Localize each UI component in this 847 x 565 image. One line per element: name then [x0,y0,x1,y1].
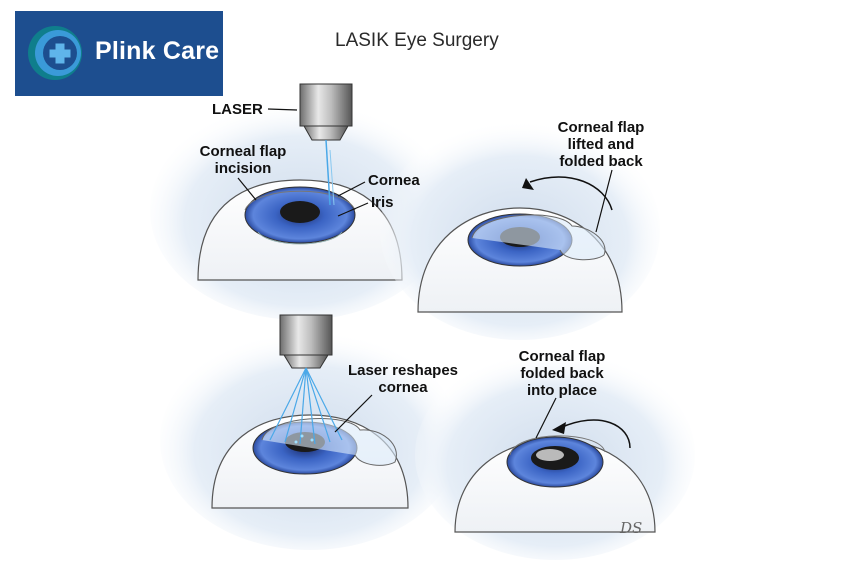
label-line: folded back [520,365,604,382]
panel-4-flap-replaced [415,350,695,560]
panel-2-flap-lifted [380,120,660,340]
panel-1-flap-incision [150,83,450,320]
label-line: incision [214,160,272,177]
label-line: Laser reshapes [347,362,459,379]
label-line: Corneal flap [199,143,287,160]
label-line: into place [526,382,597,399]
laser-device [299,83,353,141]
laser-beam [325,139,331,206]
diagram-title: LASIK Eye Surgery [335,30,499,51]
label-iris: Iris [371,194,394,211]
label-line: lifted and [567,136,635,153]
laser-beams [269,367,343,445]
label-flap-lifted: Corneal flap lifted and folded back [552,119,650,170]
panel-3-laser-reshapes [160,314,460,550]
label-laser-reshapes: Laser reshapes cornea [344,362,462,396]
label-line: Corneal flap [518,348,606,365]
label-line: Corneal flap [557,119,645,136]
medical-cross-globe-icon [28,26,82,80]
brand-name: Plink Care [95,37,220,65]
label-laser: LASER [212,101,263,118]
brand-logo: Plink Care [15,11,223,96]
label-cornea: Cornea [368,172,420,189]
label-corneal-flap-incision: Corneal flap incision [195,143,291,177]
label-flap-replaced: Corneal flap folded back into place [514,348,610,399]
artist-signature: DS [620,519,643,537]
label-line: folded back [559,153,643,170]
label-line: cornea [378,379,428,396]
laser-device [279,314,333,369]
